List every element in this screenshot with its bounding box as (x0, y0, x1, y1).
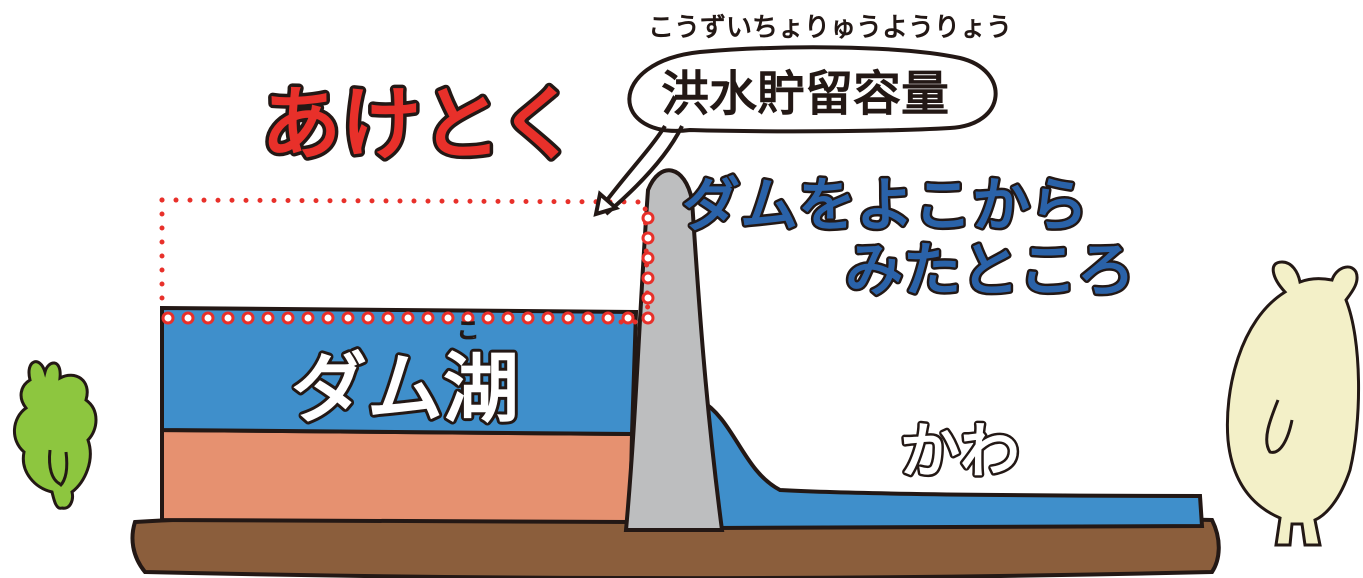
sediment-layer (160, 427, 635, 525)
callout-arrow-head (593, 190, 621, 217)
green-character (13, 360, 98, 510)
river-label: かわ (900, 417, 1020, 487)
water-surface-dots (161, 211, 655, 325)
dam-lake-ruby: こ (457, 319, 479, 344)
dam-lake-label: ダム湖 (291, 344, 519, 433)
furigana-label: こうずいちょりゅうようりょう (648, 13, 1012, 43)
aketoku-label: あけとく (261, 78, 579, 171)
river-water (697, 396, 1205, 531)
flood-storage-label: 洪水貯留容量 (661, 66, 949, 122)
side-view-label-line2: みたところ (845, 236, 1135, 304)
cream-character (1225, 260, 1361, 547)
side-view-label-line1: ダムをよこから (682, 171, 1088, 239)
flood-storage-callout (593, 45, 998, 217)
flood-storage-dotted-box (159, 197, 651, 325)
